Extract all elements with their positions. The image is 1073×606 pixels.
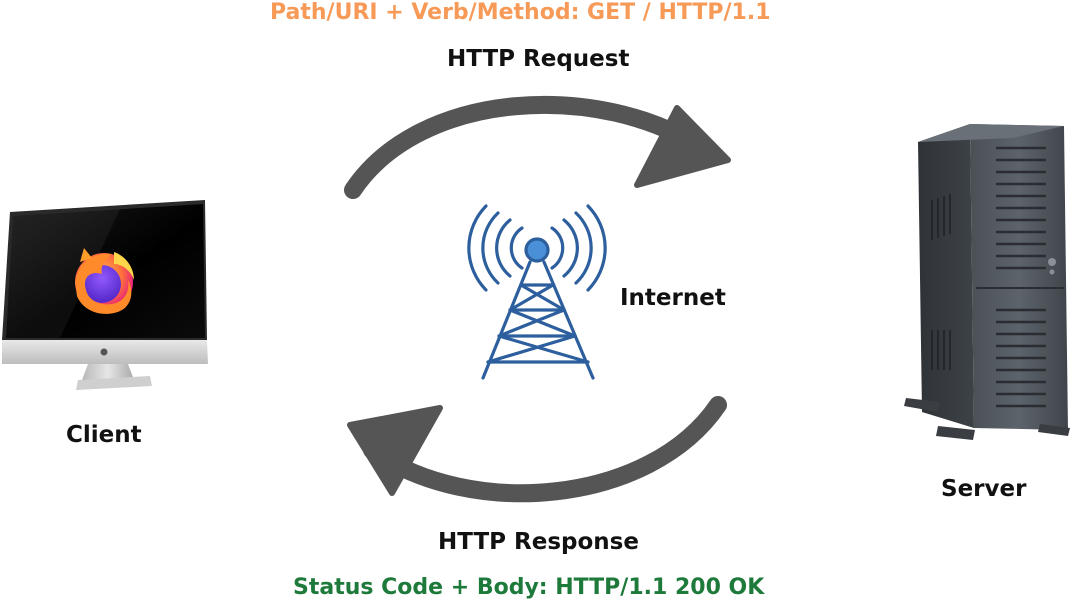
request-arrow [344, 95, 731, 199]
request-detail-text: Path/URI + Verb/Method: GET / HTTP/1.1 [270, 0, 771, 25]
request-title-label: HTTP Request [447, 46, 630, 72]
radio-tower-icon [467, 204, 607, 380]
internet-label: Internet [620, 285, 726, 311]
server-label: Server [941, 476, 1027, 502]
tower-server-icon [904, 124, 1070, 440]
firefox-logo-icon [75, 248, 134, 314]
client-label: Client [66, 422, 142, 448]
client-computer-icon [2, 200, 208, 390]
response-arrow [347, 396, 727, 503]
response-title-label: HTTP Response [438, 529, 639, 555]
response-detail-label: Status Code + Body: HTTP/1.1 200 OK [293, 575, 765, 600]
